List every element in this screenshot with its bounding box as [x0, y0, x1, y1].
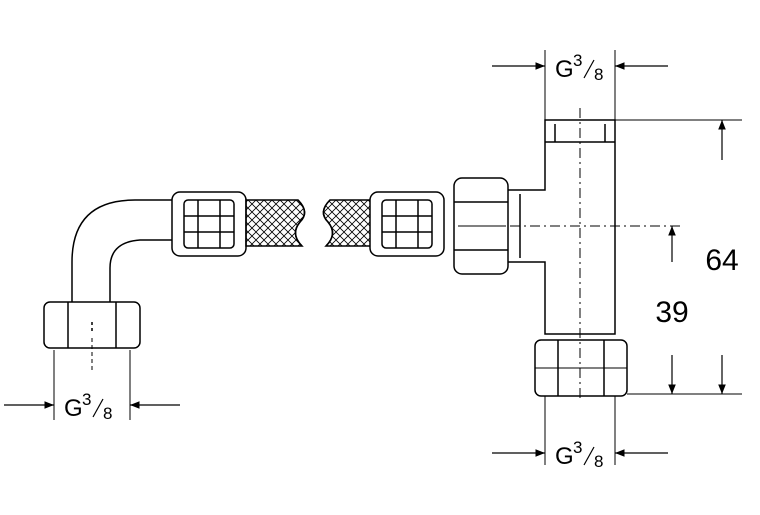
braided-hose-left — [245, 199, 306, 247]
braided-hose-right — [322, 199, 373, 247]
centerlines — [470, 108, 680, 400]
thread-denominator: 8 — [594, 452, 603, 471]
thread-numerator: 3 — [573, 51, 582, 70]
thread-denominator: 8 — [103, 404, 112, 423]
hose-fitting-left — [171, 191, 247, 257]
tee-bottom-nut — [534, 339, 628, 397]
thread-letter: G — [555, 443, 574, 470]
elbow-pipe — [71, 199, 178, 305]
dimension-arrows — [4, 62, 726, 457]
thread-label-left: G 3 8 — [64, 390, 112, 423]
thread-numerator: 3 — [82, 390, 91, 409]
thread-letter: G — [555, 56, 574, 83]
hose-fitting-right — [369, 191, 445, 257]
thread-label-bottom: G 3 8 — [555, 438, 603, 471]
thread-denominator: 8 — [594, 65, 603, 84]
dimension-64: 64 — [705, 244, 738, 277]
thread-numerator: 3 — [573, 438, 582, 457]
thread-label-top: G 3 8 — [555, 51, 603, 84]
tee-body — [505, 119, 616, 335]
dimension-39: 39 — [655, 296, 688, 329]
thread-letter: G — [64, 395, 83, 422]
left-nut — [43, 301, 141, 372]
extension-lines — [53, 50, 742, 465]
